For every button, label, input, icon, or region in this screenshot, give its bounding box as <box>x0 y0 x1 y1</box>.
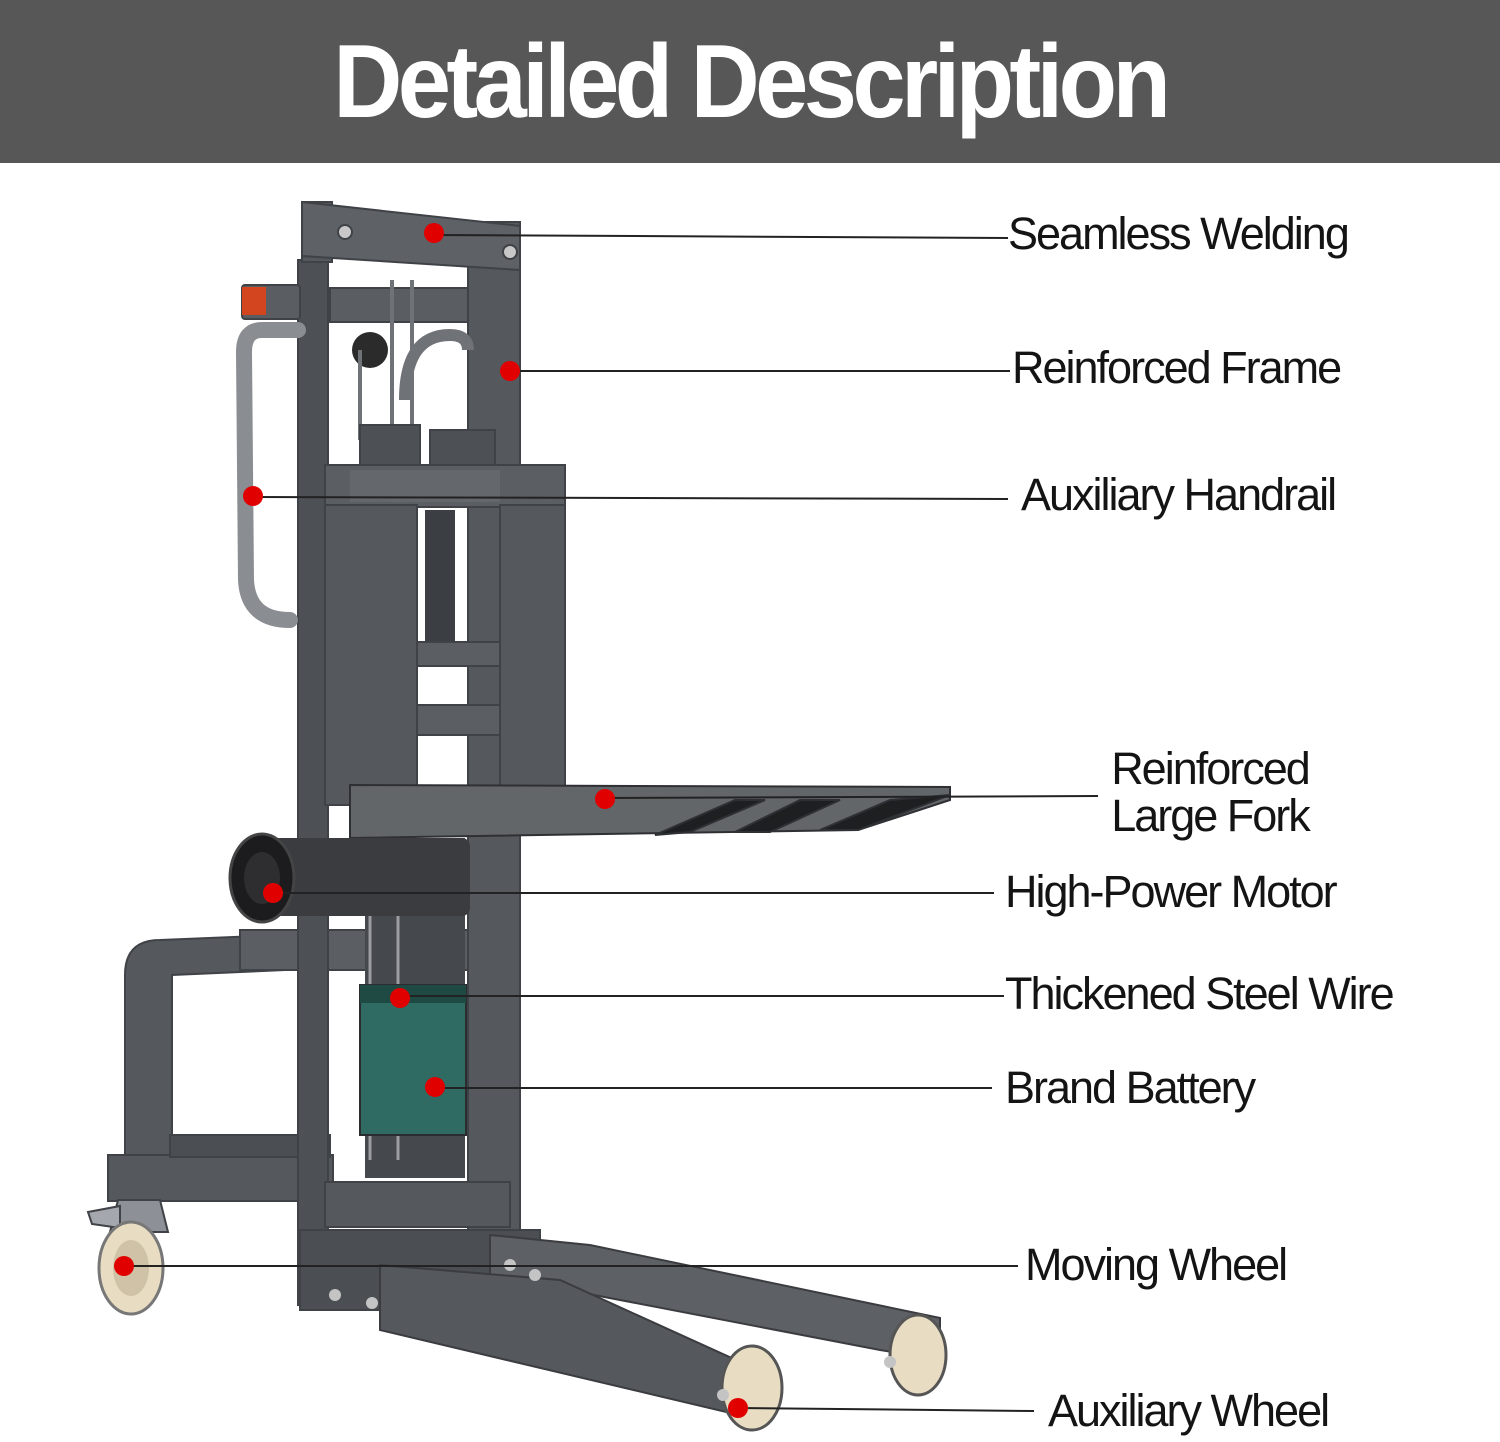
callout-markers <box>114 223 748 1418</box>
label-reinforced-large-fork: Reinforced Large Fork <box>1100 745 1320 840</box>
fork-carriage <box>324 424 566 806</box>
marker-auxiliary-wheel <box>728 1398 748 1418</box>
label-fork-line1: Reinforced <box>1111 743 1311 794</box>
marker-auxiliary-handrail <box>243 486 263 506</box>
page-title: Detailed Description <box>333 23 1171 140</box>
header-banner: Detailed Description <box>0 0 1500 163</box>
label-brand-battery: Brand Battery <box>1005 1062 1256 1113</box>
large-fork <box>349 783 951 840</box>
label-fork-line2: Large Fork <box>1111 790 1311 842</box>
label-moving-wheel: Moving Wheel <box>1025 1239 1288 1290</box>
rear-base-frame <box>107 929 471 1202</box>
marker-seamless-welding <box>424 223 444 243</box>
label-thickened-steel-wire: Thickened Steel Wire <box>1005 968 1395 1019</box>
label-high-power-motor: High-Power Motor <box>1005 866 1338 917</box>
marker-high-power-motor <box>263 883 283 903</box>
marker-moving-wheel <box>114 1256 134 1276</box>
marker-reinforced-frame <box>500 361 520 381</box>
label-auxiliary-wheel: Auxiliary Wheel <box>1048 1385 1330 1436</box>
battery-box <box>359 984 467 1136</box>
auxiliary-handrail-bar <box>235 284 306 628</box>
label-reinforced-frame: Reinforced Frame <box>1012 342 1342 393</box>
marker-brand-battery <box>425 1077 445 1097</box>
label-auxiliary-handrail: Auxiliary Handrail <box>1021 469 1337 520</box>
label-seamless-welding: Seamless Welding <box>1008 208 1350 259</box>
leader-lines <box>124 234 1099 1412</box>
marker-thickened-steel-wire <box>390 988 410 1008</box>
marker-reinforced-large-fork <box>595 789 615 809</box>
motor-unit <box>228 832 470 924</box>
